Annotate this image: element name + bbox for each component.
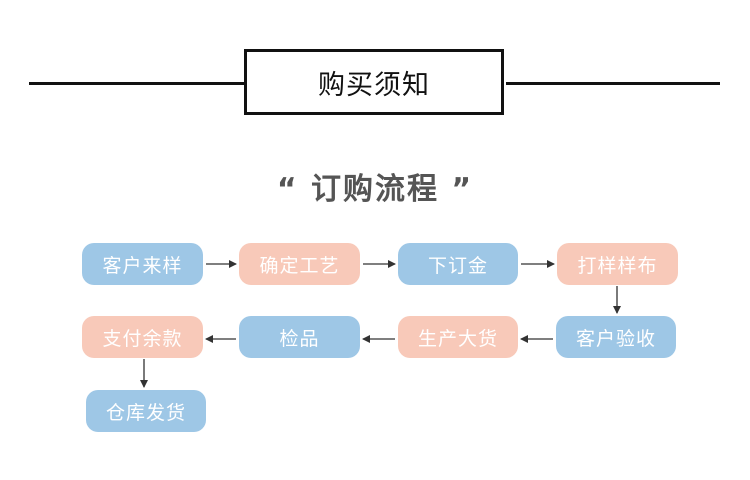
flow-node: 确定工艺 (239, 243, 360, 285)
flow-node: 客户验收 (556, 316, 676, 358)
flow-node: 生产大货 (398, 316, 518, 358)
flow-node-label: 打样样布 (577, 254, 658, 277)
section-title: “ 订购流程 ” (276, 172, 474, 207)
page-title-text: 购买须知 (318, 69, 430, 101)
flow-node-label: 下订金 (427, 254, 488, 277)
flow-node-label: 检品 (279, 327, 320, 350)
flow-node-label: 生产大货 (417, 327, 498, 350)
flow-node-label: 客户来样 (102, 254, 183, 277)
header-rule-right (506, 82, 720, 85)
flow-node: 下订金 (398, 243, 518, 285)
page-title: 购买须知 (244, 49, 504, 115)
flow-node-label: 确定工艺 (259, 254, 340, 277)
flow-node: 客户来样 (82, 243, 203, 285)
flow-node-label: 仓库发货 (105, 401, 186, 424)
flow-node: 检品 (239, 316, 360, 358)
flow-node: 仓库发货 (86, 390, 206, 432)
flow-node-label: 客户验收 (575, 327, 656, 350)
header-rule-left (29, 82, 245, 85)
flow-node: 支付余款 (82, 316, 203, 358)
flow-node: 打样样布 (557, 243, 678, 285)
flow-node-label: 支付余款 (102, 327, 183, 350)
